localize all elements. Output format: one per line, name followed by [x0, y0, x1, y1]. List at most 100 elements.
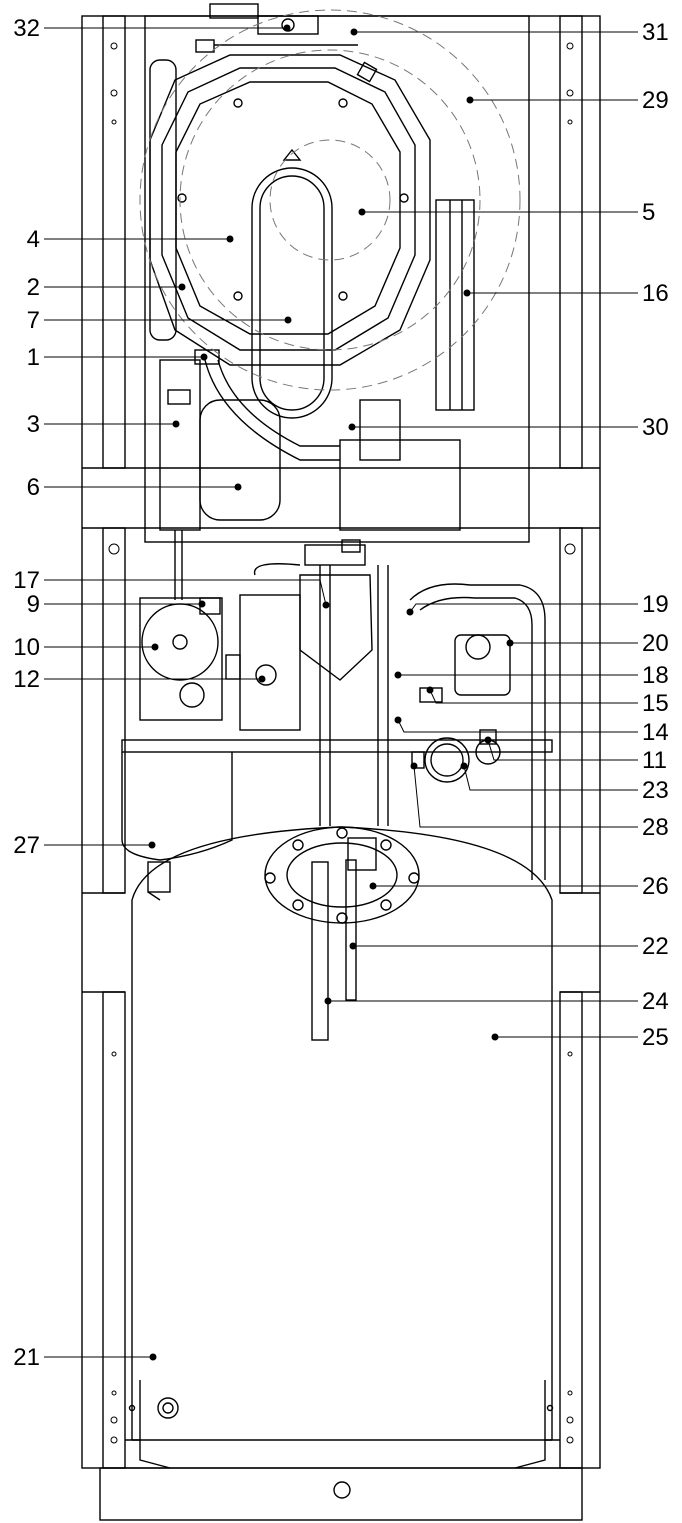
leader-dot-22: [349, 942, 357, 950]
callout-label-9: 9: [27, 591, 40, 618]
callout-21: 21: [13, 1344, 157, 1371]
leader-dot-2: [178, 283, 186, 291]
callout-32: 32: [13, 15, 291, 42]
callout-label-25: 25: [642, 1024, 669, 1051]
callout-31: 31: [350, 19, 669, 46]
callout-14: 14: [394, 716, 669, 746]
callout-3: 3: [27, 411, 180, 438]
leader-dot-32: [283, 24, 291, 32]
leader-dot-1: [200, 353, 208, 361]
callout-20: 20: [506, 630, 669, 657]
leader-dot-11: [484, 736, 492, 744]
leader-dot-9: [198, 600, 206, 608]
callout-label-19: 19: [642, 591, 669, 618]
leader-dot-21: [149, 1353, 157, 1361]
leader-dot-4: [226, 235, 234, 243]
leader-line-17: [44, 579, 327, 606]
callout-29: 29: [466, 87, 669, 114]
boiler-module: [144, 3, 530, 543]
callout-label-28: 28: [642, 814, 669, 841]
leader-line-15: [429, 689, 638, 704]
callout-26: 26: [369, 873, 669, 900]
callout-19: 19: [406, 591, 669, 618]
callout-22: 22: [349, 933, 669, 960]
leader-dot-16: [463, 289, 471, 297]
storage-tank: [131, 826, 553, 1441]
callout-24: 24: [324, 988, 669, 1015]
callout-label-31: 31: [642, 19, 669, 46]
leader-dot-20: [506, 639, 514, 647]
callout-9: 9: [27, 591, 206, 618]
callout-label-18: 18: [642, 662, 669, 689]
leader-line-19: [409, 603, 638, 613]
leader-line-23: [463, 765, 638, 791]
callout-label-10: 10: [13, 634, 40, 661]
callout-2: 2: [27, 274, 186, 301]
leader-dot-7: [284, 316, 292, 324]
leader-dot-18: [394, 671, 402, 679]
leader-dot-29: [466, 96, 474, 104]
leader-dot-10: [151, 643, 159, 651]
callout-4: 4: [27, 226, 234, 253]
callout-15: 15: [426, 686, 669, 717]
callout-label-20: 20: [642, 630, 669, 657]
callout-label-2: 2: [27, 274, 40, 301]
callout-25: 25: [491, 1024, 669, 1051]
callout-label-23: 23: [642, 777, 669, 804]
callout-6: 6: [27, 474, 242, 501]
callout-10: 10: [13, 634, 159, 661]
leader-dot-19: [406, 608, 414, 616]
leader-dot-23: [460, 762, 468, 770]
callout-label-12: 12: [13, 666, 40, 693]
leader-dot-15: [426, 686, 434, 694]
callout-label-1: 1: [27, 344, 40, 371]
callout-1: 1: [27, 344, 208, 371]
cabinet-frame: [81, 15, 601, 1521]
callout-28: 28: [410, 762, 669, 841]
callout-7: 7: [27, 307, 292, 334]
callout-18: 18: [394, 662, 669, 689]
callout-5: 5: [358, 199, 655, 226]
leader-dot-17: [322, 601, 330, 609]
callout-27: 27: [13, 832, 156, 859]
leader-line-14: [397, 719, 638, 733]
callout-label-11: 11: [642, 747, 667, 774]
leader-dot-31: [350, 28, 358, 36]
callout-label-26: 26: [642, 873, 669, 900]
leader-dot-3: [172, 420, 180, 428]
callout-16: 16: [463, 280, 669, 307]
leader-dot-27: [148, 841, 156, 849]
callout-label-5: 5: [642, 199, 655, 226]
cover-circle-dashed: [139, 9, 521, 391]
callout-label-32: 32: [13, 15, 40, 42]
callout-label-17: 17: [13, 567, 40, 594]
callout-label-4: 4: [27, 226, 40, 253]
leader-dot-30: [348, 423, 356, 431]
callout-label-6: 6: [27, 474, 40, 501]
leader-line-11: [487, 739, 638, 761]
callout-label-30: 30: [642, 414, 669, 441]
leader-dot-14: [394, 716, 402, 724]
callout-17: 17: [13, 567, 330, 609]
callout-label-21: 21: [13, 1344, 40, 1371]
hydraulic-assembly: [121, 530, 553, 901]
callout-23: 23: [460, 762, 669, 804]
callout-11: 11: [484, 736, 667, 774]
callout-label-27: 27: [13, 832, 40, 859]
callout-label-29: 29: [642, 87, 669, 114]
callout-label-14: 14: [642, 719, 669, 746]
callout-label-22: 22: [642, 933, 669, 960]
leader-dot-24: [324, 997, 332, 1005]
callout-30: 30: [348, 414, 669, 441]
frame-screws: [108, 42, 576, 1444]
leader-dot-5: [358, 208, 366, 216]
leader-dot-26: [369, 882, 377, 890]
callout-label-15: 15: [642, 690, 669, 717]
leader-line-28: [413, 765, 638, 828]
callout-label-16: 16: [642, 280, 669, 307]
leader-dot-25: [491, 1033, 499, 1041]
leader-dot-28: [410, 762, 418, 770]
callout-label-3: 3: [27, 411, 40, 438]
